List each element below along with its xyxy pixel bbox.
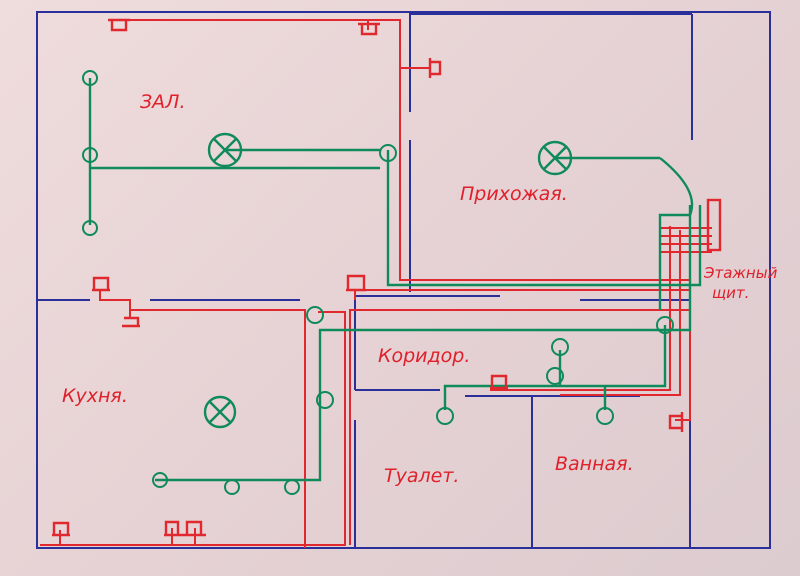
socket-icons: [52, 18, 722, 537]
room-label-corridor: Коридор.: [378, 345, 470, 367]
panel-label-line1: Этажный: [703, 264, 778, 282]
lamp-icon: [203, 395, 237, 429]
room-label-hall: ЗАЛ.: [140, 91, 186, 113]
lighting-wiring: [88, 78, 702, 482]
lamp-icon: [537, 140, 573, 176]
fixtures: [52, 18, 722, 537]
lamp-icon: [207, 132, 243, 168]
room-label-kitchen: Кухня.: [62, 385, 128, 407]
room-label-entry: Прихожая.: [460, 183, 568, 205]
panel-label-line2: щит.: [712, 284, 749, 302]
room-label-toilet: Туалет.: [384, 465, 459, 487]
room-label-bathroom: Ванная.: [555, 453, 634, 475]
walls: [36, 11, 771, 549]
small-lamps: [82, 70, 674, 495]
